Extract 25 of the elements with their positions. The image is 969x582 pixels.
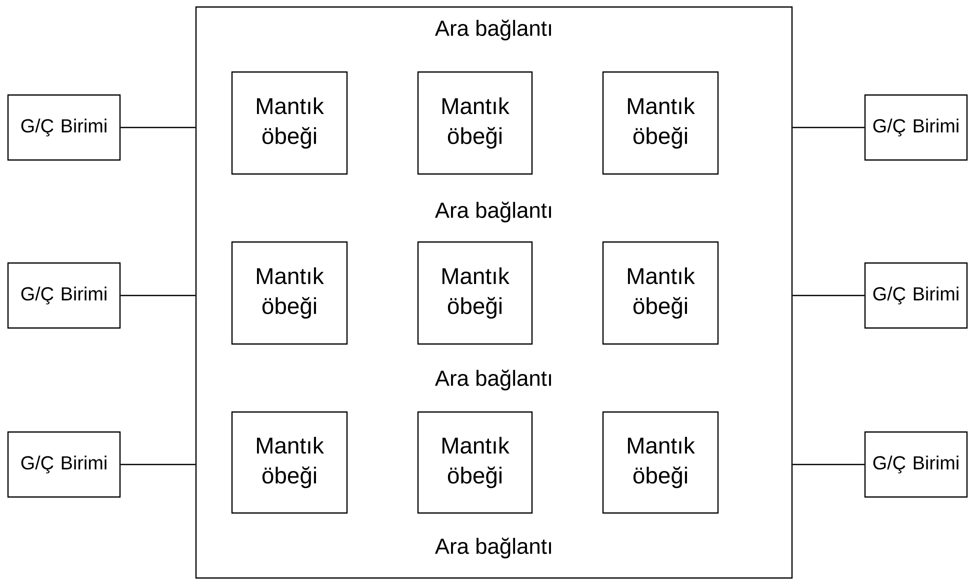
connector-line bbox=[120, 126, 196, 128]
io-unit-box: G/Ç Birimi bbox=[864, 431, 968, 498]
interconnect-label: Ara bağlantı bbox=[434, 20, 551, 40]
logic-block-box: Mantık öbeği bbox=[417, 71, 533, 175]
logic-block-box: Mantık öbeği bbox=[231, 241, 348, 345]
connector-line bbox=[792, 294, 864, 296]
logic-block-box: Mantık öbeği bbox=[602, 411, 719, 514]
interconnect-label: Ara bağlantı bbox=[434, 538, 551, 558]
interconnect-label: Ara bağlantı bbox=[434, 370, 551, 390]
connector-line bbox=[792, 126, 864, 128]
connector-line bbox=[120, 464, 196, 466]
logic-block-box: Mantık öbeği bbox=[417, 241, 533, 345]
logic-block-box: Mantık öbeği bbox=[231, 411, 348, 514]
interconnect-label: Ara bağlantı bbox=[434, 202, 551, 222]
logic-block-box: Mantık öbeği bbox=[231, 71, 348, 175]
logic-block-box: Mantık öbeği bbox=[417, 411, 533, 514]
io-unit-box: G/Ç Birimi bbox=[864, 262, 968, 329]
io-unit-box: G/Ç Birimi bbox=[7, 431, 121, 498]
connector-line bbox=[120, 294, 196, 296]
logic-block-box: Mantık öbeği bbox=[602, 71, 719, 175]
io-unit-box: G/Ç Birimi bbox=[7, 262, 121, 329]
io-unit-box: G/Ç Birimi bbox=[7, 94, 121, 161]
logic-block-box: Mantık öbeği bbox=[602, 241, 719, 345]
io-unit-box: G/Ç Birimi bbox=[864, 94, 968, 161]
connector-line bbox=[792, 464, 864, 466]
